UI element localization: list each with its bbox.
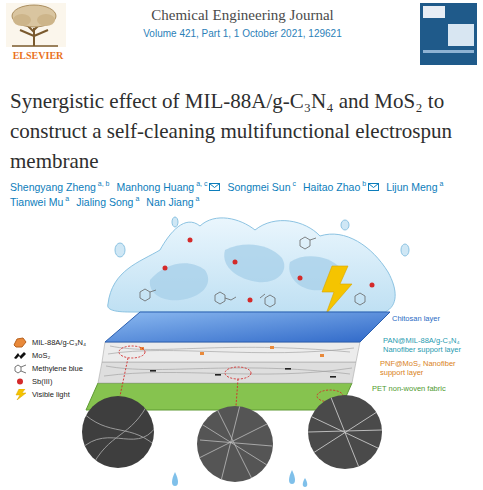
journal-cover (420, 3, 477, 65)
author: Shengyang Zhenga, b (10, 181, 110, 194)
author: Songmei Sunc (227, 181, 296, 194)
author-name: Songmei Sun (227, 181, 290, 194)
layer-label: PET non-woven fabric (372, 384, 478, 393)
legend-symbol (12, 389, 28, 400)
author: Haitao Zhaob (303, 181, 379, 194)
affiliation-mark: b (362, 180, 366, 187)
email-icon (368, 183, 379, 191)
legend-symbol (12, 363, 28, 374)
affiliation-mark: a (65, 195, 69, 202)
author-name: Haitao Zhao (303, 181, 360, 194)
affiliation-mark: a (196, 195, 200, 202)
author: Tianwei Mua (10, 196, 69, 209)
affiliation-mark: a (135, 195, 139, 202)
author-name: Tianwei Mu (10, 196, 63, 209)
legend-row: MoS₂ (12, 349, 86, 362)
author-name: Jialing Song (76, 196, 133, 209)
publisher-logo (6, 3, 66, 47)
legend-symbol (12, 337, 28, 348)
author: Lijun Menga (386, 181, 443, 194)
legend-label: Sb(III) (32, 377, 52, 386)
legend-row: MIL-88A/g-C₃N₄ (12, 336, 86, 349)
paper-title: Synergistic effect of MIL-88A/g-C₃N₄ and… (10, 86, 476, 176)
legend-label: Visible light (32, 390, 70, 399)
affiliation-mark: a (440, 180, 444, 187)
author-name: Nan Jiang (146, 196, 193, 209)
author-name: Lijun Meng (386, 181, 437, 194)
legend-row: Methylene blue (12, 362, 86, 375)
volume-info: Volume 421, Part 1, 1 October 2021, 1296… (105, 28, 380, 40)
affiliation-mark: a, b (98, 180, 110, 187)
affiliation-mark: a, c (196, 180, 207, 187)
legend-row: Sb(III) (12, 375, 86, 388)
email-icon (209, 183, 220, 191)
author-name: Shengyang Zheng (10, 181, 96, 194)
legend-symbol (12, 350, 28, 361)
legend-symbol (12, 376, 28, 387)
publisher-name: ELSEVIER (6, 50, 70, 62)
author: Nan Jianga (146, 196, 199, 209)
author-list: Shengyang Zhenga, b Manhong Huanga, c Song… (10, 181, 476, 209)
water-splash (108, 217, 409, 314)
layer-label: Chitosan layer (392, 314, 478, 323)
affiliation-mark: c (293, 180, 297, 187)
legend-label: MIL-88A/g-C₃N₄ (32, 338, 86, 347)
layer-label: PAN@MIL-88A/g-C₃N₄ Nanofiber support lay… (383, 336, 479, 354)
author: Manhong Huanga, c (117, 181, 221, 194)
legend-label: Methylene blue (32, 364, 83, 373)
sem-images (80, 395, 382, 487)
legend: MIL-88A/g-C₃N₄ MoS₂ Methylene blueSb(III) V… (12, 336, 86, 401)
author: Jialing Songa (76, 196, 139, 209)
legend-label: MoS₂ (32, 351, 50, 360)
author-name: Manhong Huang (117, 181, 195, 194)
journal-name: Chemical Engineering Journal (105, 6, 380, 24)
layer-label: PNF@MoS₂ Nanofiber support layer (380, 359, 478, 377)
legend-row: Visible light (12, 388, 86, 401)
